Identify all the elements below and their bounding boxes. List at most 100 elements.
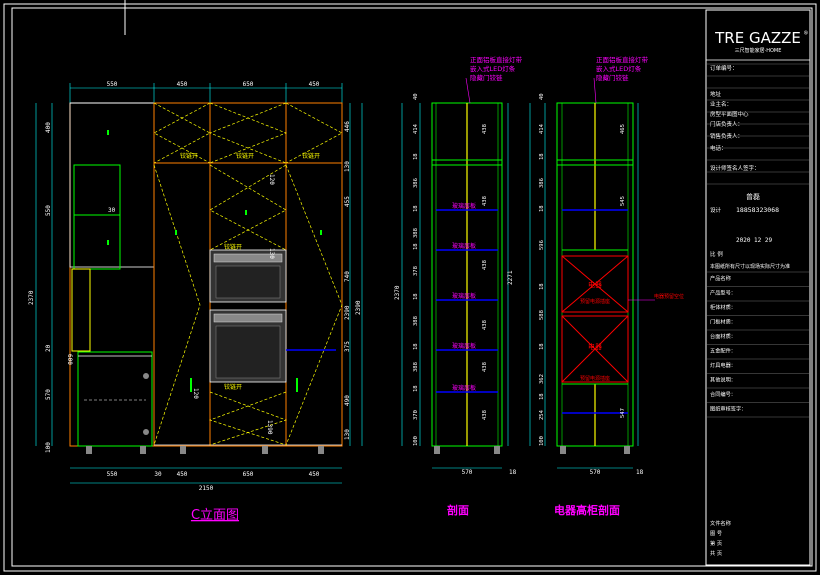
- info-row: 灯具电器：: [710, 361, 736, 369]
- appliance-left-dimension: 18: [539, 343, 545, 350]
- section-right-dimension: 438: [482, 362, 488, 372]
- left-upper-cabinet: [69, 102, 155, 268]
- shelf-label: 玻璃层板: [452, 292, 476, 300]
- left-side-panel: [71, 268, 91, 352]
- section-left-dimension: 18: [413, 153, 419, 160]
- appliance-left-dimension: 254: [539, 409, 545, 420]
- outer-border: [3, 3, 817, 572]
- section-left-dimension: 388: [413, 362, 419, 372]
- left-dimension: 570: [45, 389, 52, 400]
- section-view: [401, 77, 509, 469]
- appliance-bays: [561, 255, 629, 383]
- section-left-dimension: 388: [413, 228, 419, 238]
- appliance-bottom-side: 18: [636, 469, 644, 476]
- bottom-row: 文件名称: [710, 519, 731, 527]
- disclaimer-row: 本图纸所有尺寸以现场实际尺寸为准: [710, 263, 790, 270]
- section-left-dimension: 378: [413, 266, 419, 276]
- top-dimension: 650: [243, 81, 254, 88]
- right-dimension: 375: [344, 341, 351, 352]
- designer-name: 曾磊: [746, 192, 760, 201]
- top-dimension: 450: [177, 81, 188, 88]
- section-bottom-width: 570: [462, 469, 473, 476]
- info-row: 图纸审核签字：: [710, 405, 746, 413]
- shelf-label: 玻璃层板: [452, 242, 476, 250]
- shelf-label: 玻璃层板: [452, 342, 476, 350]
- right-dimension: 455: [344, 196, 351, 207]
- section-right-dimension: 438: [482, 410, 488, 420]
- appliance-left-dimension: 100: [539, 436, 545, 446]
- section-left-dimension: 386: [413, 178, 419, 188]
- scale-label: 比 例: [710, 250, 723, 258]
- info-row: 其他说明：: [710, 376, 736, 384]
- designer-label: 设计: [710, 206, 722, 214]
- right-total-dimension: 2390: [355, 300, 362, 315]
- info-row: 合同编号：: [710, 390, 736, 398]
- inner-dimension: 130: [268, 248, 275, 259]
- inner-dimension: 120: [268, 174, 275, 185]
- left-dimension: 20: [45, 344, 52, 352]
- appliance-left-dimension: 596: [539, 240, 545, 250]
- appliance-section-view: [529, 77, 655, 469]
- section-left-dimension: 18: [413, 343, 419, 350]
- section-right-dimension: 438: [482, 124, 488, 134]
- info-row: 五金配件：: [710, 347, 736, 355]
- section-shelves: [436, 209, 498, 393]
- section-left-dimension: 18: [413, 205, 419, 212]
- appliance-left-dimension: 18: [539, 205, 545, 212]
- appliance-right-dimension: 547: [620, 408, 626, 418]
- total-height-dimension: 2370: [28, 290, 35, 305]
- cabinet-legs: [86, 446, 324, 454]
- hinge-annotation: 铰链开: [302, 152, 320, 160]
- total-width-dimension: 2150: [199, 485, 214, 492]
- section-title: 剖面: [447, 503, 469, 517]
- left-base-cabinet: [77, 351, 153, 447]
- section-right-dimension: 438: [482, 320, 488, 330]
- section-note: 隐藏门铰链: [470, 73, 503, 82]
- appliance-bay-sublabel: 预留电源插座: [580, 375, 610, 382]
- inner-border: [11, 7, 813, 567]
- inner-dimension: 1390: [266, 420, 273, 435]
- bottom-row: 共 页: [710, 549, 722, 557]
- appliance-bay-label: 电器: [588, 280, 602, 289]
- appliance-left-dimension: 18: [539, 283, 545, 290]
- title-block-frame: [705, 9, 811, 566]
- appliance-left-dimension: 18: [539, 153, 545, 160]
- right-dimension: 130: [344, 429, 351, 440]
- inner-dimension: 600: [66, 354, 73, 365]
- appliance-right-dimension: 545: [620, 196, 626, 206]
- hinge-annotation: 铰链开: [224, 243, 242, 251]
- top-dimension: 450: [309, 81, 320, 88]
- bottom-dimension: 650: [243, 471, 254, 478]
- c-elevation-title: C立面图: [191, 508, 239, 523]
- appliance-left-dimension: 40: [539, 93, 545, 100]
- section-left-dimension: 40: [413, 93, 419, 100]
- drawing-date: 2020 12 29: [736, 237, 773, 244]
- appliance-left-dimension: 386: [539, 178, 545, 188]
- right-dimension: 490: [344, 395, 351, 406]
- appliance-bay-label: 电器: [588, 342, 602, 351]
- door-swing-marks: [153, 102, 343, 446]
- section-left-dimension: 414: [413, 123, 419, 134]
- c-elevation-view: [35, 83, 363, 484]
- inner-dimension: 30: [108, 207, 116, 214]
- info-row: 台面材质：: [710, 332, 736, 340]
- appliance-bottom-width: 570: [590, 469, 601, 476]
- title-block-row: 业主名：: [710, 100, 732, 108]
- top-dimension: 550: [107, 81, 118, 88]
- section-side-dimension: 2271: [507, 270, 514, 285]
- title-block-row: 订单编号：: [710, 64, 738, 72]
- hinge-annotation: 铰链开: [180, 152, 198, 160]
- title-block-row: 房型平面图中心: [710, 110, 749, 118]
- section-left-dimension: 388: [413, 316, 419, 326]
- section-note: 正面铝板直接灯带: [470, 55, 523, 64]
- section-right-dimension: 438: [482, 260, 488, 270]
- section-left-dimension: 18: [413, 293, 419, 300]
- title-block-row: 设计师签名人签字：: [710, 164, 760, 172]
- section-left-dimension: 100: [413, 436, 419, 446]
- brand-subtitle: 三尺智能家居·HOME: [735, 47, 782, 54]
- appliance-note: 正面铝板直接灯带: [596, 55, 649, 64]
- right-dimension: 446: [344, 121, 351, 132]
- bottom-dimension: 550: [107, 471, 118, 478]
- appliance-left-dimension: 588: [539, 310, 545, 320]
